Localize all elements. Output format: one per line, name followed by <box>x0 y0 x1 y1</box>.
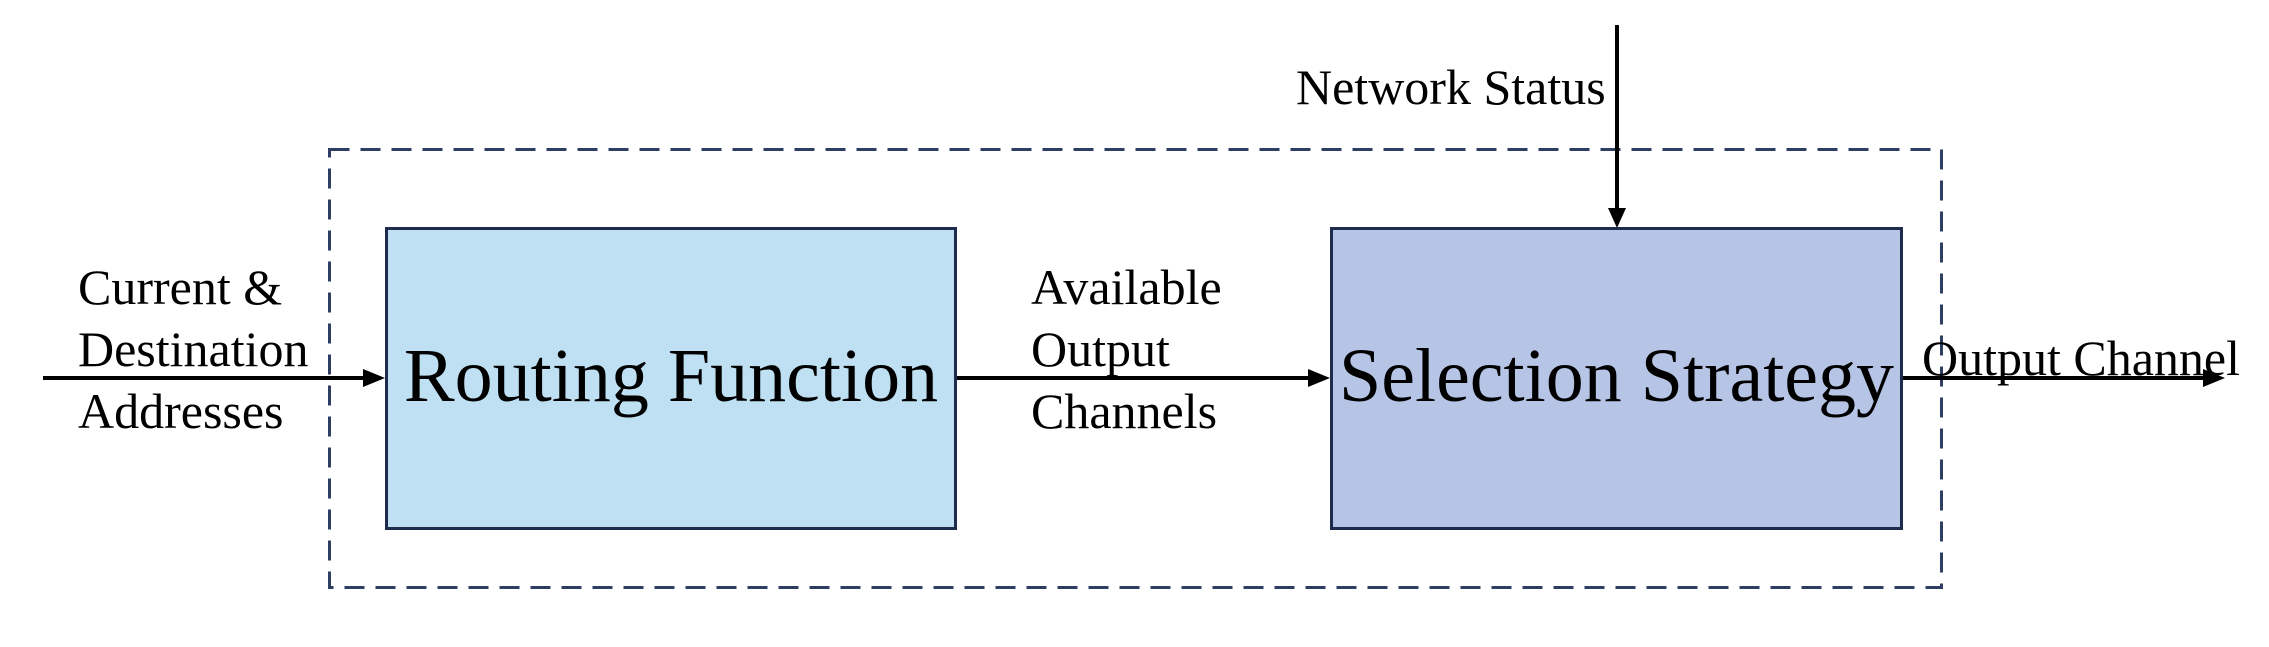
network-status-arrow-line <box>1615 25 1619 210</box>
input-addresses-label: Current & Destination Addresses <box>78 259 309 439</box>
routing-function-title: Routing Function <box>403 333 939 418</box>
network-status-label: Network Status <box>1296 59 1606 115</box>
available-channels-arrowhead-icon <box>1308 369 1330 387</box>
selection-strategy-box: Selection Strategy <box>1330 227 1903 530</box>
output-channel-arrowhead-icon <box>2203 369 2225 387</box>
dashed-boundary-rect <box>328 148 1943 589</box>
available-channels-arrow-line <box>957 376 1309 380</box>
routing-function-box: Routing Function <box>385 227 957 530</box>
network-status-arrowhead-icon <box>1608 208 1626 228</box>
output-channel-arrow-line <box>1903 376 2203 380</box>
selection-strategy-title: Selection Strategy <box>1338 333 1895 418</box>
dashed-boundary-stroke <box>328 148 1943 589</box>
available-channels-label: Available Output Channels <box>1031 259 1222 439</box>
input-addresses-arrowhead-icon <box>363 369 385 387</box>
output-channel-label: Output Channel <box>1922 330 2241 386</box>
input-addresses-arrow-line <box>43 376 365 380</box>
